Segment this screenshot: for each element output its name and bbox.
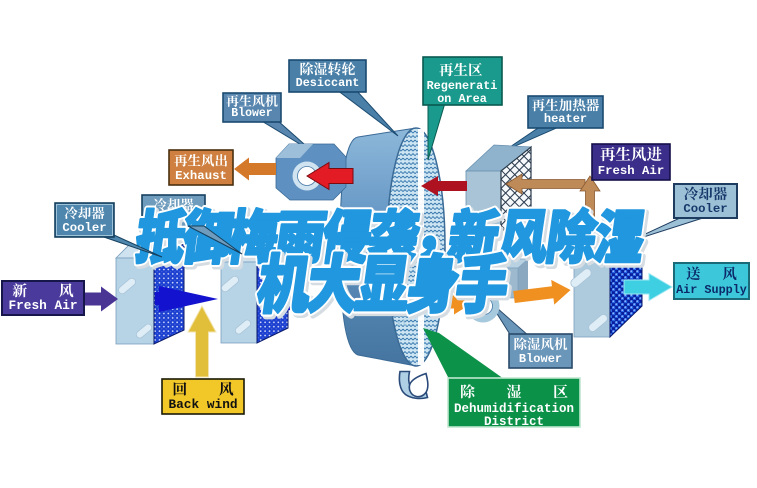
svg-text:Cooler: Cooler [683,202,727,216]
svg-text:Dehumidification: Dehumidification [454,402,574,416]
svg-text:District: District [484,415,544,429]
svg-text:Fresh Air: Fresh Air [598,164,664,178]
svg-text:xt: xt [396,318,409,330]
svg-text:Exhaust: Exhaust [175,169,227,183]
svg-text:on Area: on Area [437,92,487,106]
svg-text:Back wind: Back wind [168,397,237,412]
svg-text:Fresh Air: Fresh Air [8,298,77,313]
svg-text:Blower: Blower [519,352,562,366]
svg-text:Air Supply: Air Supply [676,283,747,297]
svg-text:Desiccant: Desiccant [296,76,360,90]
svg-text:Blower: Blower [231,107,273,120]
svg-text:Regenerati: Regenerati [427,79,498,93]
svg-text:Cooler: Cooler [62,221,106,235]
svg-text:heater: heater [544,112,587,126]
